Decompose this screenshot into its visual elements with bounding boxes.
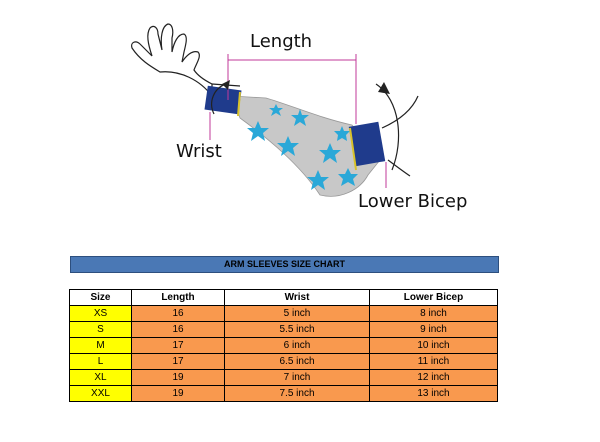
sleeve-stars xyxy=(247,104,358,190)
arm-sleeve-illustration xyxy=(131,23,419,197)
length-cell: 19 xyxy=(131,369,225,386)
size-chart-title: ARM SLEEVES SIZE CHART xyxy=(70,256,499,273)
length-cell: 16 xyxy=(131,321,225,338)
length-cell: 17 xyxy=(131,337,225,354)
header-lower-bicep: Lower Bicep xyxy=(369,289,498,306)
table-header-row: Size Length Wrist Lower Bicep xyxy=(69,289,498,306)
size-cell: XS xyxy=(69,305,132,322)
hand-outline xyxy=(131,23,213,98)
measurement-lines xyxy=(209,54,387,188)
length-label: Length xyxy=(250,31,313,52)
lower-bicep-label: Lower Bicep xyxy=(358,191,468,212)
bicep-cell: 8 inch xyxy=(369,305,498,322)
length-cell: 16 xyxy=(131,305,225,322)
bicep-cell: 13 inch xyxy=(369,385,498,402)
table-row: L 17 6.5 inch 11 inch xyxy=(69,353,498,370)
bicep-cell: 11 inch xyxy=(369,353,498,370)
wrist-label: Wrist xyxy=(176,141,222,162)
wrist-cell: 6.5 inch xyxy=(224,353,370,370)
table-row: XL 19 7 inch 12 inch xyxy=(69,369,498,386)
wrist-cell: 7.5 inch xyxy=(224,385,370,402)
wrist-cuff xyxy=(204,85,242,117)
length-cell: 17 xyxy=(131,353,225,370)
rotation-arrow-icons xyxy=(211,80,400,171)
size-cell: L xyxy=(69,353,132,370)
bicep-cell: 10 inch xyxy=(369,337,498,354)
bicep-cell: 12 inch xyxy=(369,369,498,386)
upper-arm-outline xyxy=(381,95,419,177)
length-cell: 19 xyxy=(131,385,225,402)
wrist-cell: 6 inch xyxy=(224,337,370,354)
size-chart-table: Size Length Wrist Lower Bicep XS 16 5 in… xyxy=(69,289,498,402)
header-length: Length xyxy=(131,289,225,306)
wrist-cell: 7 inch xyxy=(224,369,370,386)
table-row: XS 16 5 inch 8 inch xyxy=(69,305,498,322)
size-cell: XL xyxy=(69,369,132,386)
size-cell: M xyxy=(69,337,132,354)
bicep-cell: 9 inch xyxy=(369,321,498,338)
sleeve-body xyxy=(231,95,381,197)
size-cell: XXL xyxy=(69,385,132,402)
table-row: XXL 19 7.5 inch 13 inch xyxy=(69,385,498,402)
wrist-cell: 5.5 inch xyxy=(224,321,370,338)
header-size: Size xyxy=(69,289,132,306)
header-wrist: Wrist xyxy=(224,289,370,306)
table-row: M 17 6 inch 10 inch xyxy=(69,337,498,354)
wrist-cell: 5 inch xyxy=(224,305,370,322)
table-row: S 16 5.5 inch 9 inch xyxy=(69,321,498,338)
size-cell: S xyxy=(69,321,132,338)
bicep-cuff xyxy=(348,121,386,171)
